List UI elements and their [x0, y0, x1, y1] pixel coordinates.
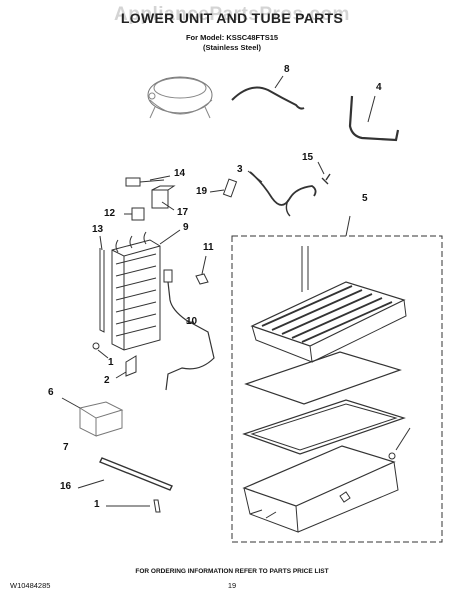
- part-12: [124, 207, 145, 221]
- page-title: LOWER UNIT AND TUBE PARTS: [120, 10, 344, 26]
- bracket-6: [61, 397, 124, 437]
- assembly-5-frame: [231, 215, 443, 543]
- callout-15: 15: [302, 152, 314, 163]
- leader-4: [367, 95, 376, 123]
- callout-12: 12: [104, 208, 116, 219]
- variant-label: (Stainless Steel): [203, 43, 261, 52]
- leader-8: [274, 75, 284, 89]
- callout-13: 13: [92, 224, 104, 235]
- model-label: For Model: KSSC48FTS15: [185, 33, 279, 42]
- insulation-sheet: [244, 351, 402, 405]
- compressor: [147, 76, 213, 119]
- callout-17: 17: [177, 207, 189, 218]
- screw-1-lower: [106, 499, 161, 513]
- callout-7: 7: [63, 442, 69, 453]
- callout-14: 14: [174, 168, 186, 179]
- base-pan: [242, 427, 411, 533]
- callout-3: 3: [237, 164, 243, 175]
- ordering-info: FOR ORDERING INFORMATION REFER TO PARTS …: [135, 568, 329, 575]
- callout-9: 9: [183, 222, 189, 233]
- page-number: 19: [227, 581, 237, 590]
- part-19: [209, 178, 238, 198]
- screw-1-upper: [92, 342, 109, 359]
- bracket-2: [115, 355, 137, 379]
- callout-6: 6: [48, 387, 54, 398]
- callout-1-lower: 1: [94, 499, 100, 510]
- callout-8: 8: [284, 64, 290, 75]
- part-15: [317, 161, 331, 185]
- tube-3: [249, 171, 317, 206]
- seal-panel: [242, 399, 406, 455]
- callout-16: 16: [60, 481, 72, 492]
- tube-4: [348, 95, 400, 142]
- callout-19: 19: [196, 186, 208, 197]
- tube-8: [231, 86, 305, 110]
- callout-4: 4: [376, 82, 382, 93]
- callout-5: 5: [362, 193, 368, 204]
- watermark: AppliancePartsPros.com: [114, 4, 350, 25]
- callout-1-upper: 1: [108, 357, 114, 368]
- defrost-tray: [250, 246, 407, 363]
- leader-3: [247, 170, 263, 183]
- document-code: W10484285: [10, 581, 51, 590]
- part-17: [151, 185, 176, 211]
- callout-10: 10: [186, 316, 198, 327]
- part-11: [195, 255, 209, 285]
- heater-13: [99, 235, 105, 333]
- base-clip: [339, 491, 351, 503]
- part-14: [125, 175, 171, 187]
- callout-2: 2: [104, 375, 110, 386]
- wire-10: [163, 269, 215, 391]
- strip-16: [77, 457, 173, 491]
- evaporator-coil: [111, 229, 181, 351]
- callout-11: 11: [203, 242, 214, 253]
